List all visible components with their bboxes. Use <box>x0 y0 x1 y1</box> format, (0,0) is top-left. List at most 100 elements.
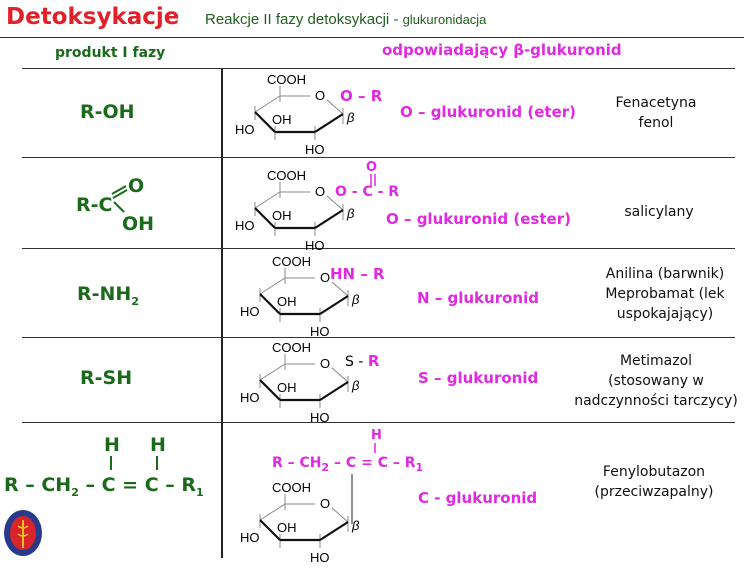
linkage-o-c-r: O - C - R <box>335 184 400 200</box>
example: (przeciwzapalny) <box>594 484 714 500</box>
example: salicylany <box>624 204 694 220</box>
substrate-r-oh: R-OH <box>80 101 135 123</box>
example: Meprobamat (lek <box>605 286 725 302</box>
linkage-hn-r: HN – R <box>330 265 385 283</box>
h-bond <box>374 443 376 453</box>
ring-cooh: COOH <box>272 340 311 355</box>
substrate-text: R-NH <box>77 283 132 305</box>
example: uspokajający) <box>616 306 714 322</box>
ring-ho-bottom: HO <box>310 324 330 339</box>
subscript: 2 <box>71 485 79 499</box>
subscript: 1 <box>415 460 424 474</box>
title-rule <box>0 37 744 38</box>
ring-ho-bottom: HO <box>305 142 325 157</box>
column-divider <box>221 68 223 558</box>
substrate-part: – C = C – R <box>78 474 197 496</box>
product-n: N – glukuronid <box>417 289 539 307</box>
carbonyl-o: O <box>366 160 378 175</box>
link-h: H <box>371 428 382 443</box>
ring-o: O <box>315 184 325 199</box>
ring-cooh: COOH <box>267 168 306 183</box>
ring-ho-left: HO <box>240 390 260 405</box>
ring-beta: β <box>346 110 355 125</box>
glucuronide-ring: COOH O OH HO HO β <box>235 168 355 253</box>
ring-beta: β <box>351 518 360 533</box>
subscript: 2 <box>131 294 139 308</box>
example: Metimazol <box>619 353 693 369</box>
substrate-acid-oh: OH <box>122 213 155 235</box>
product-c: C - glukuronid <box>418 489 538 507</box>
substrate-r-sh: R-SH <box>80 367 133 389</box>
product-o-ester: O – glukuronid (ester) <box>386 210 571 228</box>
h-bonds <box>110 456 158 470</box>
header-rule <box>22 68 735 69</box>
row-divider <box>22 157 735 158</box>
c-bond <box>351 474 353 524</box>
sulfur: S - <box>345 354 364 370</box>
examples-row2: salicylany <box>624 202 693 222</box>
ring-ho-left: HO <box>235 122 255 137</box>
glucuronide-structure: COOH O OH HO HO β <box>235 168 365 258</box>
double-bond <box>370 174 376 186</box>
product-s: S – glukuronid <box>418 369 539 387</box>
ring-ho-left: HO <box>240 530 260 545</box>
ring-beta: β <box>351 292 360 307</box>
example: (stosowany w <box>608 373 704 389</box>
ring-cooh: COOH <box>267 72 306 87</box>
ring-oh: OH <box>277 294 297 309</box>
subscript: 1 <box>196 485 204 499</box>
substrate-r-nh2: R-NH2 <box>77 283 139 308</box>
ring-beta: β <box>346 206 355 221</box>
ring-beta: β <box>351 378 360 393</box>
example: Fenacetyna <box>615 95 697 111</box>
glucuronide-ring: COOH O OH HO HO β <box>240 254 360 339</box>
product-o-ether: O – glukuronid (eter) <box>400 103 577 121</box>
linkage-s: S - R <box>345 352 379 370</box>
glucuronide-structure: COOH O OH HO HO β <box>235 72 365 162</box>
linkage-o-r: O – R <box>340 87 383 105</box>
ring-o: O <box>320 270 330 285</box>
substrate-alkene: R – CH2 – C = C – R1 <box>4 474 204 499</box>
ring-ho-bottom: HO <box>305 238 325 253</box>
examples-row3: Anilina (barwnik) Meprobamat (lek uspokaja… <box>605 264 724 324</box>
ring-oh: OH <box>277 520 297 535</box>
linkage-alkene: R – CH2 – C = C – R1 <box>272 455 423 474</box>
ring-ho-left: HO <box>235 218 255 233</box>
glucuronide-structure: COOH O OH HO HO β <box>240 254 370 344</box>
subtitle-text: Reakcje II fazy detoksykacji - <box>205 11 403 28</box>
slide-subtitle: Reakcje II fazy detoksykacji - glukuroni… <box>205 11 486 28</box>
row-divider <box>22 248 735 249</box>
example: Anilina (barwnik) <box>605 266 725 282</box>
examples-row1: Fenacetyna fenol <box>616 93 697 133</box>
subscript: 2 <box>321 460 330 474</box>
examples-row5: Fenylobutazon(przeciwzapalny) <box>594 462 713 502</box>
ring-o: O <box>320 496 330 511</box>
ring-cooh: COOH <box>272 480 311 495</box>
link-part: – C = C – R <box>329 455 416 471</box>
r-group: R <box>367 352 380 370</box>
ring-o: O <box>320 356 330 371</box>
col-header-right: odpowiadający β-glukuronid <box>382 41 622 59</box>
ring-cooh: COOH <box>272 254 311 269</box>
ring-ho-left: HO <box>240 304 260 319</box>
examples-row4: Metimazol (stosowany w nadczynności tarczy… <box>574 351 738 411</box>
ring-oh: OH <box>277 380 297 395</box>
ring-oh: OH <box>272 112 292 127</box>
substrate-part: R – CH <box>4 474 72 496</box>
ring-ho-bottom: HO <box>310 410 330 425</box>
col-header-left: produkt I fazy <box>55 45 166 61</box>
glucuronide-ring: COOH O OH HO HO β <box>240 340 360 425</box>
university-logo <box>4 510 42 556</box>
acid-bonds <box>111 185 128 213</box>
glucuronide-structure: COOH O OH HO HO β <box>240 340 370 430</box>
slide-title: Detoksykacje <box>6 4 180 30</box>
subtitle-small: glukuronidacja <box>402 12 487 27</box>
link-part: R – CH <box>272 455 322 471</box>
substrate-acid-r: R-C <box>76 194 113 216</box>
example: nadczynności tarczycy) <box>574 393 738 409</box>
substrate-acid-o: O <box>128 175 145 197</box>
example: fenol <box>638 115 674 131</box>
ring-oh: OH <box>272 208 292 223</box>
glucuronide-ring: COOH O OH HO HO β <box>235 72 355 157</box>
ring-ho-bottom: HO <box>310 550 330 565</box>
